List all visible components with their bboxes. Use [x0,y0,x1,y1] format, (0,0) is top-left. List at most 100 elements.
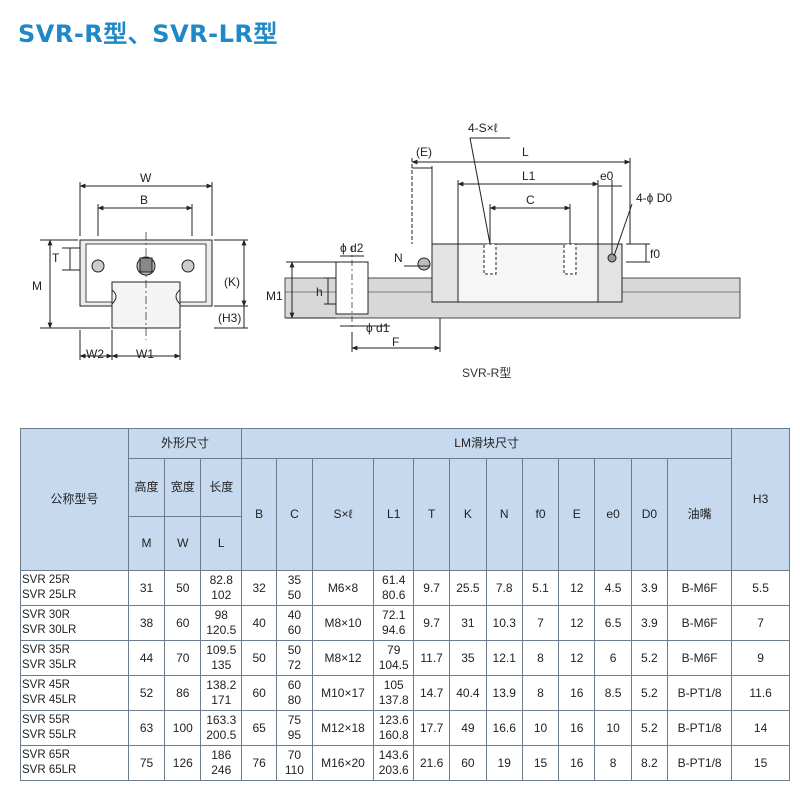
cell-grease: B-M6F [667,640,733,676]
cell-t: 21.6 [412,745,451,781]
label-C: C [526,193,535,207]
cell-line: 104.5 [378,658,409,672]
label-M: M [32,279,42,293]
cell-m: 44 [127,640,166,676]
header-width: 宽度 [164,458,202,517]
cell-b: 32 [241,570,278,606]
label-d2: ϕ d2 [340,241,364,255]
cell-s: M8×12 [311,640,375,676]
cell-m: 38 [127,605,166,641]
label-W: W [140,171,152,185]
cell-h3: 11.6 [731,675,790,711]
cell-e: 16 [558,710,596,746]
label-B: B [140,193,148,207]
cell-line: 35 [287,573,302,587]
header-H3-group: H3 [731,428,790,571]
label-F: F [392,335,399,349]
cell-s: M10×17 [311,675,375,711]
cell-line: 50 [287,643,302,657]
front-view [40,182,248,360]
cell-h3: 7 [731,605,790,641]
cell-line: 80.6 [382,588,406,602]
cell-f0: 7 [521,605,560,641]
label-h: h [316,285,323,299]
cell-b: 50 [241,640,278,676]
front-view-labels: W B T M (K) (H3) W2 W1 [32,171,241,361]
technical-drawing: W B T M (K) (H3) W2 W1 [32,121,741,361]
cell-line: SVR 45R [22,679,70,691]
header-D0: D0 [630,458,669,571]
cell-d0: 3.9 [630,570,669,606]
cell-w: 100 [164,710,202,746]
header-L1: L1 [373,458,414,571]
cell-e0: 10 [594,710,632,746]
cell-b: 65 [241,710,278,746]
label-D0: 4-ϕ D0 [636,191,672,205]
cell-s: M8×10 [311,605,375,641]
label-L1: L1 [522,169,536,183]
cell-b: 40 [241,605,278,641]
cell-line: SVR 65R [22,749,70,761]
label-L: L [522,145,529,159]
label-T: T [52,251,60,265]
cell-line: 82.8 [209,573,233,587]
cell-b: 60 [241,675,278,711]
label-E: (E) [416,145,432,159]
cell-e0: 6.5 [594,605,632,641]
cell-grease: B-PT1/8 [667,675,733,711]
cell-line: 72.1 [382,608,406,622]
header-length: 长度 [200,458,243,517]
cell-t: 9.7 [412,605,451,641]
cell-grease: B-M6F [667,605,733,641]
cell-line: 102 [211,588,232,602]
cell-e: 12 [558,640,596,676]
cell-k: 25.5 [449,570,487,606]
cell-w: 86 [164,675,202,711]
cell-k: 31 [449,605,487,641]
cell-m: 63 [127,710,166,746]
side-view-labels: (E) 4-S×ℓ L L1 e0 C 4-ϕ D0 f0 N ϕ d2 h M… [266,121,672,349]
label-N: N [394,251,403,265]
header-model: 公称型号 [20,428,129,571]
cell-e0: 8.5 [594,675,632,711]
header-L: L [200,516,243,571]
cell-line: SVR 45LR [22,694,77,706]
cell-w: 50 [164,570,202,606]
cell-n: 12.1 [485,640,523,676]
cell-s: M6×8 [311,570,375,606]
cell-t: 11.7 [412,640,451,676]
cell-line: SVR 25R [22,574,70,586]
cell-line: 186 [211,748,232,762]
cell-m: 31 [127,570,166,606]
header-outer: 外形尺寸 [127,428,243,459]
cell-line: 143.6 [378,748,409,762]
side-view [284,137,741,352]
cell-line: 200.5 [206,728,237,742]
cell-line: SVR 55R [22,714,70,726]
header-K: K [449,458,487,571]
cell-m: 52 [127,675,166,711]
cell-n: 13.9 [485,675,523,711]
cell-s: M16×20 [311,745,375,781]
cell-d0: 5.2 [630,675,669,711]
cell-line: 61.4 [382,573,406,587]
